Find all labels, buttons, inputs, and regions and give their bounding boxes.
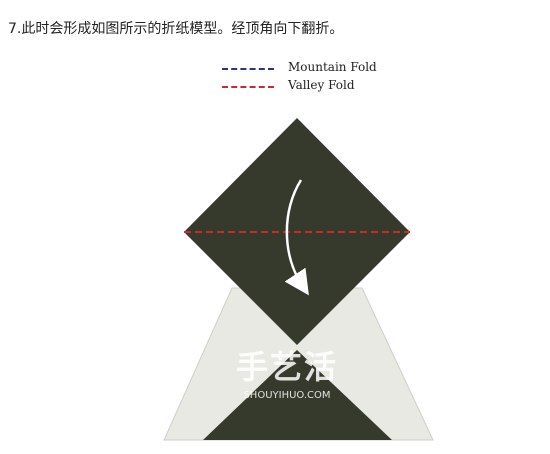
valley-fold-label: Valley Fold bbox=[288, 78, 355, 92]
step-instruction: 7.此时会形成如图所示的折纸模型。经顶角向下翻折。 bbox=[8, 21, 344, 37]
mountain-fold-label: Mountain Fold bbox=[288, 60, 377, 74]
fold-arrow bbox=[284, 179, 309, 296]
dark-lower-triangle bbox=[203, 350, 392, 440]
mountain-fold-line-sample bbox=[222, 68, 274, 70]
watermark-url: SHOUYIHUO.COM bbox=[243, 390, 331, 401]
watermark-chinese: 手艺活 bbox=[236, 348, 339, 386]
valley-fold-line-sample bbox=[222, 86, 274, 88]
watermark: 手艺活 SHOUYIHUO.COM bbox=[236, 342, 338, 401]
